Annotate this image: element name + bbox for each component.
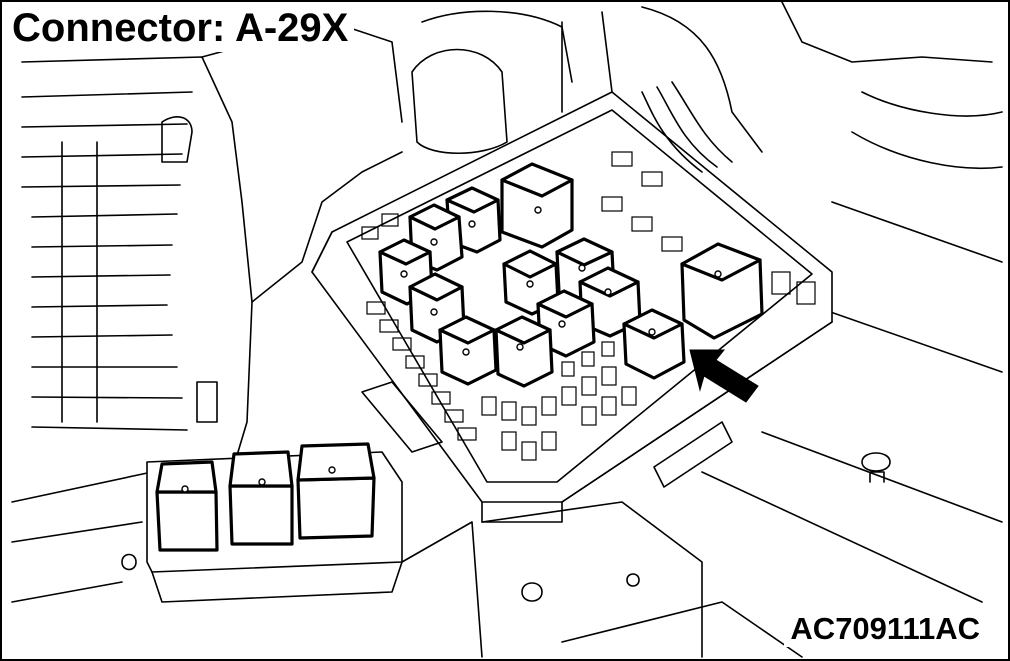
relay [155,460,219,552]
relay [296,442,376,540]
relay [680,242,764,340]
relay [494,315,554,388]
relay [228,450,294,546]
relay [500,162,574,249]
relay-a-29x [622,308,686,380]
relay [378,238,434,306]
relay-group [378,162,764,388]
arrow-pointer-icon [689,349,759,403]
connector-title: Connector: A-29X [12,4,355,52]
figure-code: AC709111AC [784,611,980,647]
relay [438,315,498,386]
engine-bay-linework [11,2,1003,658]
lower-relay-block [146,442,403,603]
